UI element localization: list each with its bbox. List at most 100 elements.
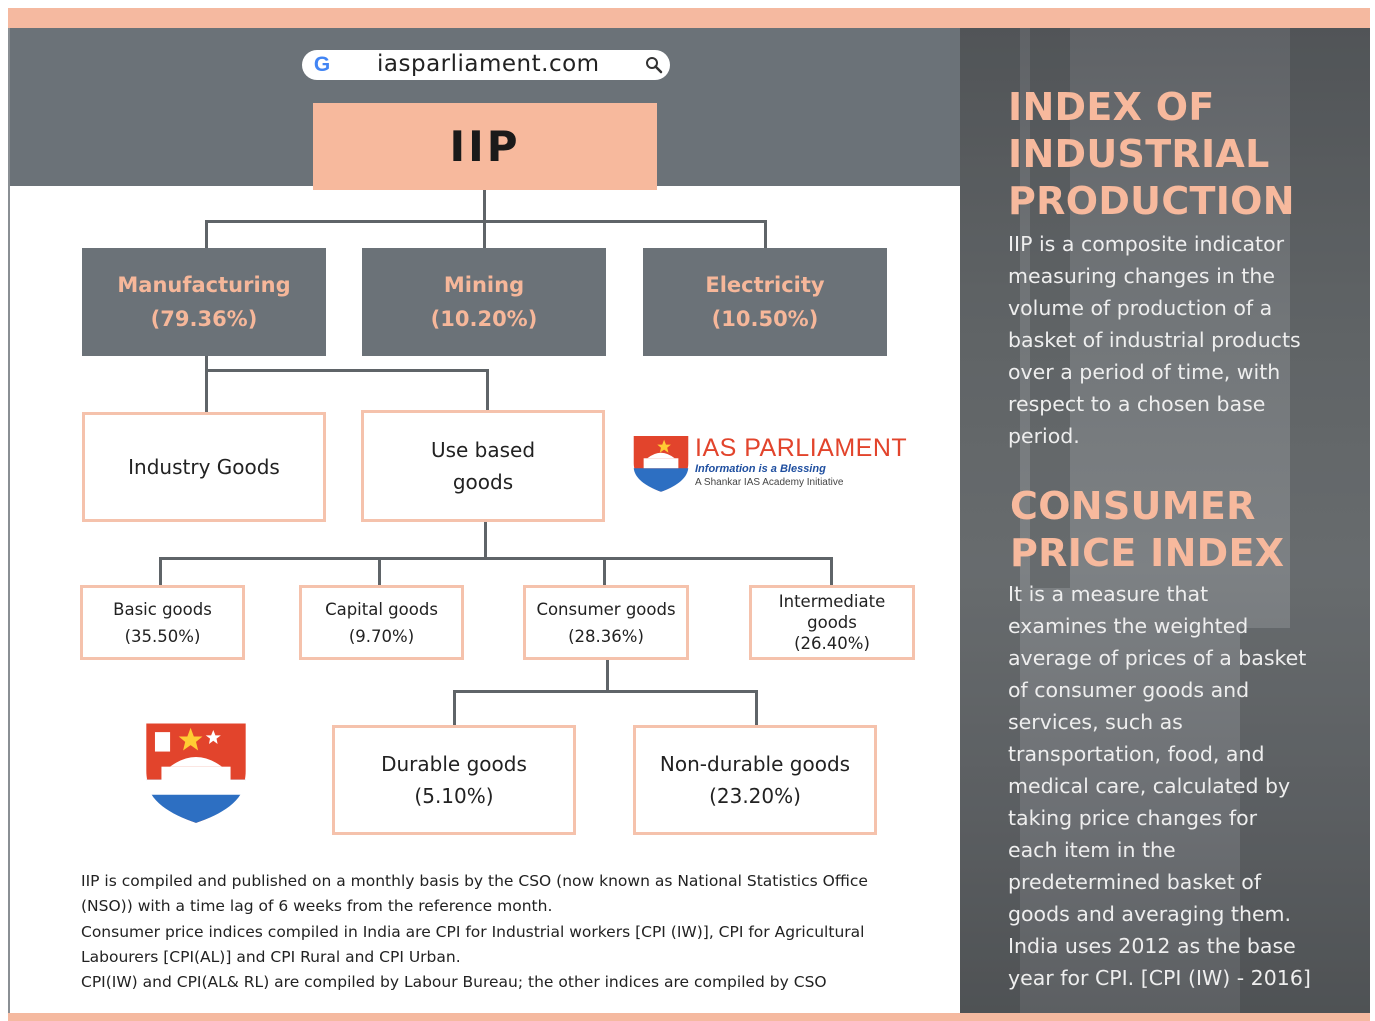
basic-goods-node: Basic goods (35.50%) (80, 585, 245, 660)
node-weight: (9.70%) (348, 626, 415, 646)
text-line: year for CPI. [CPI (IW) - 2016] (1008, 966, 1311, 990)
connector (159, 557, 833, 560)
connector (378, 557, 381, 585)
node-weight: (23.20%) (709, 784, 801, 808)
non-durable-goods-node: Non-durable goods (23.20%) (633, 725, 877, 835)
connector (483, 190, 486, 222)
heading-line: PRODUCTION (1008, 179, 1295, 223)
background-building (1030, 28, 1070, 588)
brand-subtitle: A Shankar IAS Academy Initiative (695, 477, 844, 488)
text-line: of consumer goods and (1008, 678, 1250, 702)
text-line: respect to a chosen base (1008, 392, 1266, 416)
connector (764, 220, 767, 248)
node-label: Industry Goods (128, 455, 280, 479)
node-label: Basic goods (113, 599, 212, 619)
connector (205, 220, 767, 223)
search-icon[interactable] (644, 55, 664, 75)
definitions-sidebar: INDEX OF INDUSTRIAL PRODUCTION IIP is a … (960, 28, 1370, 1013)
footnote: CPI(IW) and CPI(AL& RL) are compiled by … (81, 973, 827, 992)
left-border (8, 28, 10, 1013)
sector-weight: (10.20%) (430, 307, 538, 331)
iip-heading: INDEX OF INDUSTRIAL PRODUCTION (1008, 84, 1295, 225)
node-label: Intermediate (778, 592, 886, 611)
node-label: Use based (430, 438, 536, 462)
footnotes: IIP is compiled and published on a month… (81, 869, 921, 995)
background-building (1240, 628, 1290, 1013)
connector (830, 557, 833, 585)
heading-line: INDUSTRIAL (1008, 132, 1270, 176)
node-weight: (5.10%) (414, 784, 494, 808)
text-line: services, such as (1008, 710, 1183, 734)
connector (205, 220, 208, 248)
connector (453, 690, 456, 725)
text-line: goods and averaging them. (1008, 902, 1292, 926)
background-building (960, 28, 1020, 1013)
text-line: transportation, food, and (1008, 742, 1265, 766)
sector-name: Manufacturing (117, 273, 291, 297)
iip-root-label: IIP (449, 122, 521, 171)
text-line: average of prices of a basket (1008, 646, 1307, 670)
text-line: predetermined basket of (1008, 870, 1262, 894)
connector (486, 369, 489, 412)
text-line: volume of production of a (1008, 296, 1273, 320)
node-weight: (35.50%) (124, 626, 201, 646)
iip-root-node: IIP (313, 103, 657, 190)
text-line: taking price changes for (1008, 806, 1258, 830)
text-line: each item in the (1008, 838, 1176, 862)
cpi-definition: It is a measure that examines the weight… (1008, 578, 1311, 994)
iip-definition: IIP is a composite indicator measuring c… (1008, 228, 1301, 452)
connector (159, 557, 162, 585)
heading-line: INDEX OF (1008, 85, 1215, 129)
consumer-goods-node: Consumer goods (28.36%) (523, 585, 689, 660)
connector (755, 690, 758, 725)
node-label: goods (807, 613, 857, 632)
bottom-border (8, 1013, 1370, 1021)
text-line: examines the weighted (1008, 614, 1249, 638)
node-weight: (28.36%) (568, 626, 644, 646)
search-domain[interactable]: iasparliament.com (377, 51, 600, 77)
ias-parliament-logo: IAS PARLIAMENT Information is a Blessing… (695, 434, 907, 490)
connector (484, 522, 487, 559)
sector-node-electricity: Electricity (10.50%) (643, 248, 887, 356)
top-border (8, 8, 1370, 28)
sector-name: Mining (443, 273, 525, 297)
footnote: Consumer price indices compiled in India… (81, 922, 865, 966)
cpi-heading: CONSUMER PRICE INDEX (1010, 483, 1284, 577)
sector-weight: (79.36%) (150, 307, 258, 331)
text-line: measuring changes in the (1008, 264, 1275, 288)
heading-line: PRICE INDEX (1010, 531, 1285, 575)
use-based-goods-node: Use based goods (361, 410, 605, 522)
durable-goods-node: Durable goods (5.10%) (332, 725, 576, 835)
heading-line: CONSUMER (1010, 484, 1256, 528)
connector (205, 369, 489, 372)
text-line: It is a measure that (1008, 582, 1209, 606)
brand-tagline: Information is a Blessing (695, 463, 826, 475)
connector (606, 660, 609, 692)
text-line: over a period of time, with (1008, 360, 1281, 384)
text-line: medical care, calculated by (1008, 774, 1291, 798)
sector-weight: (10.50%) (711, 307, 819, 331)
google-icon: G (313, 53, 331, 76)
node-label: goods (452, 470, 514, 494)
text-line: India uses 2012 as the base (1008, 934, 1296, 958)
text-line: basket of industrial products (1008, 328, 1301, 352)
ias-parliament-shield-icon (633, 435, 689, 492)
connector (205, 356, 208, 412)
footnote: IIP is compiled and published on a month… (81, 872, 868, 916)
sector-node-manufacturing: Manufacturing (79.36%) (82, 248, 326, 356)
node-label: Non-durable goods (659, 752, 851, 776)
sector-name: Electricity (705, 273, 825, 297)
capital-goods-node: Capital goods (9.70%) (299, 585, 464, 660)
connector (603, 557, 606, 585)
intermediate-goods-node: Intermediate goods (26.40%) (749, 585, 915, 660)
background-building (1290, 28, 1370, 1013)
ias-parliament-emblem-icon (146, 723, 246, 823)
sector-node-mining: Mining (10.20%) (362, 248, 606, 356)
search-bar[interactable]: G iasparliament.com (302, 50, 670, 80)
industry-goods-node: Industry Goods (82, 412, 326, 522)
connector (453, 690, 758, 693)
node-label: Durable goods (381, 752, 527, 776)
node-label: Capital goods (325, 599, 438, 619)
text-line: period. (1008, 424, 1080, 448)
connector (483, 220, 486, 248)
